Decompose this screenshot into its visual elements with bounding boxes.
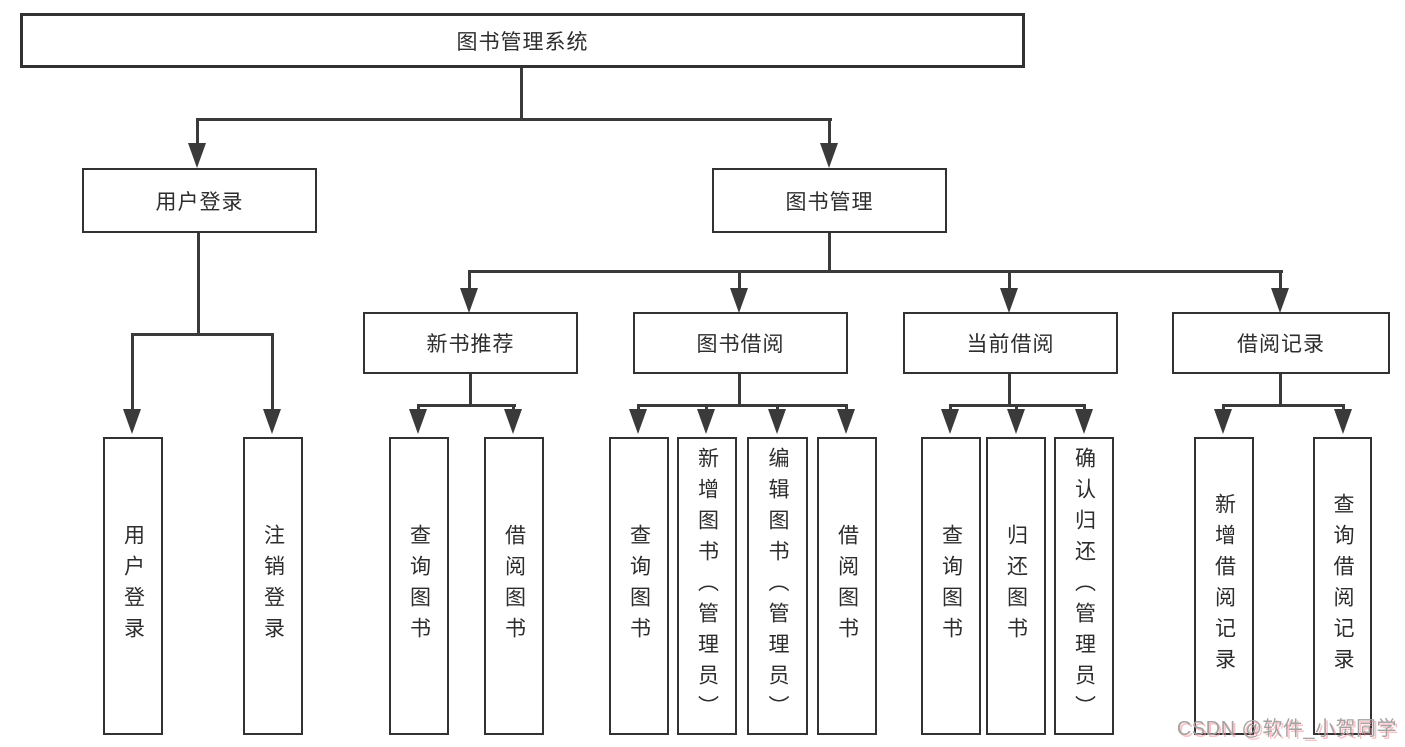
arrow-down-icon (820, 143, 838, 168)
connector-line (196, 118, 199, 148)
leaf-borrow-books-borrowing: 借阅图书 (817, 437, 877, 735)
node-new-book-recommend-label: 新书推荐 (426, 333, 515, 356)
arrow-down-icon (697, 409, 715, 434)
leaf-add-book-admin-label: 新增图书（管理员） (695, 446, 719, 726)
arrow-down-icon (504, 409, 522, 434)
arrow-down-icon (730, 288, 748, 313)
connector-line (738, 270, 741, 292)
arrow-down-icon (188, 143, 206, 168)
arrow-down-icon (263, 409, 281, 434)
leaf-logout-label: 注销登录 (261, 524, 285, 648)
node-library-system: 图书管理系统 (20, 13, 1025, 68)
node-new-book-recommend: 新书推荐 (363, 312, 578, 374)
leaf-query-books-recommend-label: 查询图书 (407, 524, 431, 648)
connector-line (738, 374, 741, 407)
connector-line (828, 118, 831, 148)
leaf-borrow-books-recommend: 借阅图书 (484, 437, 544, 735)
node-current-borrowing: 当前借阅 (903, 312, 1118, 374)
connector-line (469, 374, 472, 407)
leaf-edit-book-admin: 编辑图书（管理员） (747, 437, 808, 735)
connector-line (131, 333, 274, 336)
node-library-system-label: 图书管理系统 (456, 30, 589, 54)
leaf-return-book: 归还图书 (986, 437, 1046, 735)
leaf-user-login: 用户登录 (103, 437, 163, 735)
node-borrowing-records: 借阅记录 (1172, 312, 1390, 374)
arrow-down-icon (1214, 409, 1232, 434)
connector-line (828, 233, 831, 273)
node-book-borrowing-label: 图书借阅 (696, 333, 785, 356)
arrow-down-icon (1000, 288, 1018, 313)
connector-line (520, 68, 523, 120)
leaf-query-books-borrowing-label: 查询图书 (627, 524, 651, 648)
node-user-login-label: 用户登录 (155, 190, 244, 214)
arrow-down-icon (941, 409, 959, 434)
leaf-return-book-label: 归还图书 (1004, 524, 1028, 648)
connector-line (197, 118, 832, 121)
leaf-add-borrow-record: 新增借阅记录 (1194, 437, 1254, 735)
leaf-logout: 注销登录 (243, 437, 303, 735)
connector-line (131, 333, 134, 413)
connector-line (1008, 270, 1011, 292)
leaf-query-books-current: 查询图书 (921, 437, 981, 735)
arrow-down-icon (768, 409, 786, 434)
connector-line (197, 233, 200, 336)
arrow-down-icon (409, 409, 427, 434)
arrow-down-icon (1007, 409, 1025, 434)
connector-line (1279, 270, 1282, 292)
leaf-edit-book-admin-label: 编辑图书（管理员） (766, 446, 789, 726)
leaf-add-borrow-record-label: 新增借阅记录 (1212, 493, 1236, 679)
arrow-down-icon (460, 288, 478, 313)
arrow-down-icon (837, 409, 855, 434)
connector-line (1008, 374, 1011, 407)
connector-line (468, 270, 1283, 273)
arrow-down-icon (1271, 288, 1289, 313)
connector-line (271, 333, 274, 413)
leaf-add-book-admin: 新增图书（管理员） (677, 437, 737, 735)
leaf-query-books-current-label: 查询图书 (939, 524, 963, 648)
leaf-query-books-borrowing: 查询图书 (609, 437, 669, 735)
leaf-borrow-books-recommend-label: 借阅图书 (502, 524, 526, 648)
node-book-management: 图书管理 (712, 168, 947, 233)
node-borrowing-records-label: 借阅记录 (1237, 333, 1325, 356)
connector-line (417, 404, 516, 407)
node-current-borrowing-label: 当前借阅 (966, 333, 1055, 356)
leaf-query-books-recommend: 查询图书 (389, 437, 449, 735)
node-book-borrowing: 图书借阅 (633, 312, 848, 374)
node-book-management-label: 图书管理 (785, 190, 874, 214)
leaf-borrow-books-borrowing-label: 借阅图书 (835, 524, 859, 648)
node-user-login: 用户登录 (82, 168, 317, 233)
connector-line (1222, 404, 1344, 407)
leaf-confirm-return-admin: 确认归还（管理员） (1054, 437, 1114, 735)
connector-line (468, 270, 471, 292)
leaf-user-login-label: 用户登录 (121, 524, 145, 648)
connector-line (637, 404, 848, 407)
csdn-watermark: CSDN @软件_小贺同学 (1176, 718, 1397, 740)
leaf-confirm-return-admin-label: 确认归还（管理员） (1072, 446, 1096, 726)
arrow-down-icon (1334, 409, 1352, 434)
arrow-down-icon (629, 409, 647, 434)
connector-line (1279, 374, 1282, 407)
leaf-query-borrow-record-label: 查询借阅记录 (1331, 493, 1354, 679)
arrow-down-icon (123, 409, 141, 434)
leaf-query-borrow-record: 查询借阅记录 (1313, 437, 1372, 735)
arrow-down-icon (1075, 409, 1093, 434)
